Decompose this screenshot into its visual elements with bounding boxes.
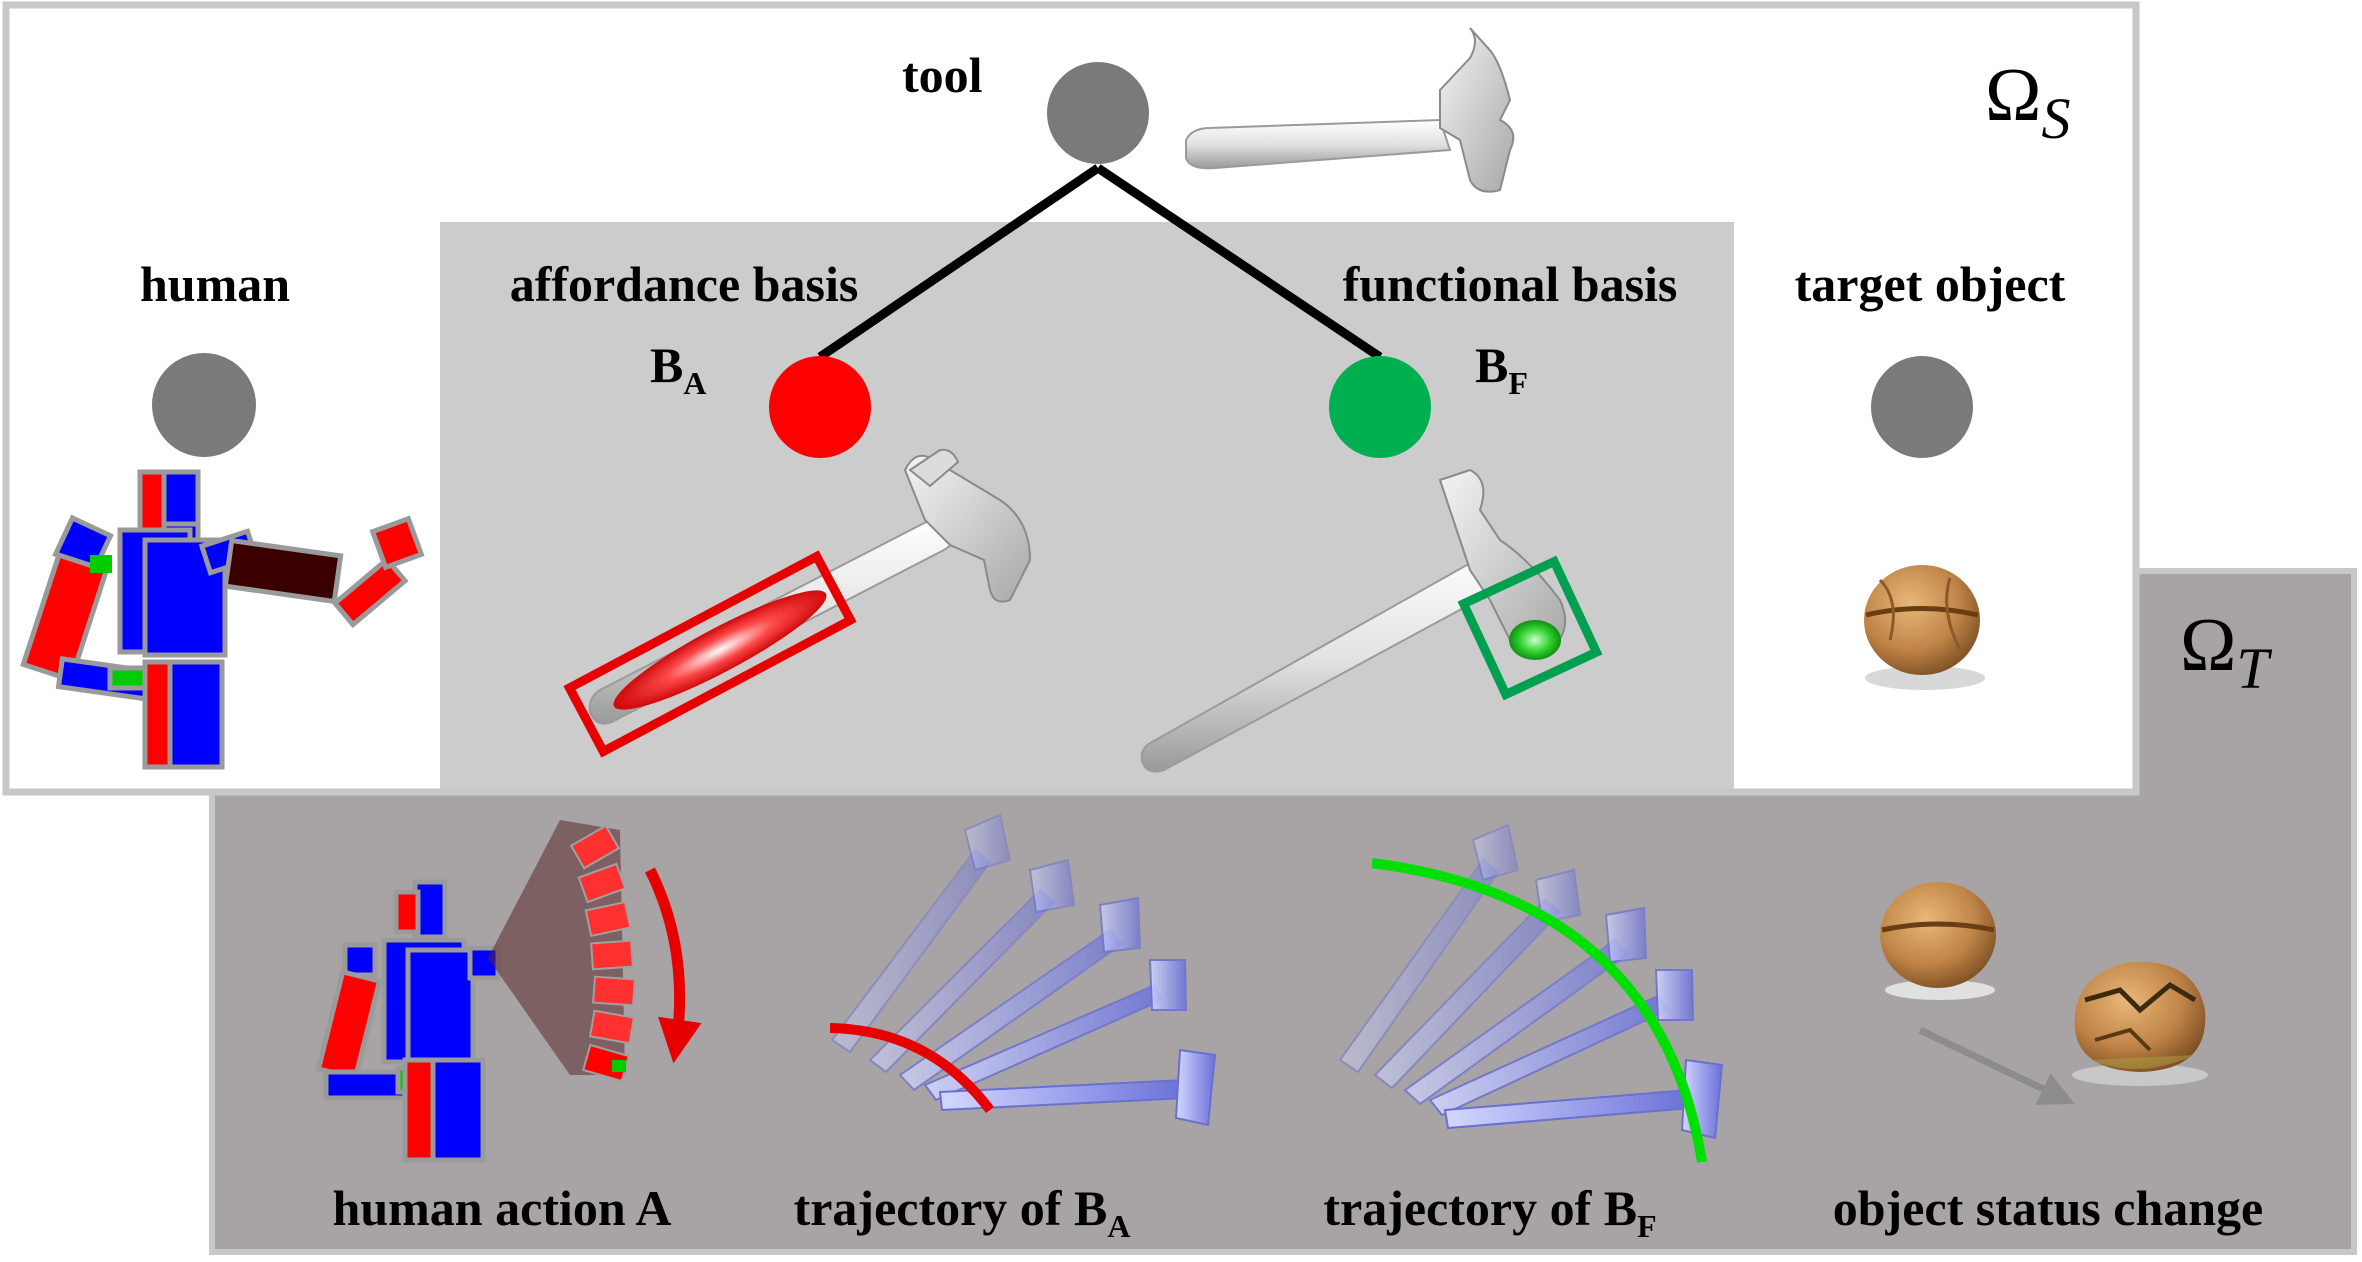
walnut-before <box>1880 882 1996 1000</box>
affordance-node <box>769 356 871 458</box>
walnut-image <box>1864 565 1985 690</box>
caption-human-action: human action A <box>333 1180 672 1236</box>
tool-node <box>1047 62 1149 164</box>
omega-t-label: ΩT <box>2180 603 2272 701</box>
target-object-node <box>1871 356 1973 458</box>
functional-bounding-box <box>1457 555 1603 701</box>
action-direction-arrow <box>645 867 702 1064</box>
affordance-basis-label: affordance basis <box>510 256 859 312</box>
target-object-label: target object <box>1795 256 2066 312</box>
human-node <box>152 353 256 457</box>
functional-basis-label: functional basis <box>1343 256 1678 312</box>
trajectory-a-path <box>829 1023 994 1114</box>
omega-s-label: ΩS <box>1985 53 2070 151</box>
trajectory-f-path <box>1371 858 1707 1163</box>
caption-trajectory-f: trajectory of BF <box>1323 1180 1656 1244</box>
hammer-image-top <box>1185 27 1515 193</box>
caption-object-status-change: object status change <box>1833 1180 2264 1236</box>
edge-tool-affordance <box>817 164 1101 361</box>
trajectory-a-hammers <box>830 813 1217 1127</box>
arm-motion-sweep <box>488 820 636 1083</box>
hammer-image-affordance <box>563 448 1032 758</box>
caption-trajectory-a: trajectory of BA <box>794 1180 1131 1244</box>
walnut-cracked <box>2072 961 2208 1086</box>
human-label: human <box>140 256 290 312</box>
affordance-symbol: BA <box>650 337 706 401</box>
affordance-bounding-box <box>563 550 857 758</box>
human-action-figure <box>315 879 501 1163</box>
hammer-image-functional <box>1140 468 1603 773</box>
human-figure <box>20 469 425 770</box>
tool-tree <box>769 62 1431 458</box>
trajectory-f-hammers <box>1338 823 1724 1140</box>
functional-node <box>1329 356 1431 458</box>
tool-label: tool <box>902 47 983 103</box>
edge-tool-functional <box>1095 164 1383 361</box>
status-change-arrow <box>1918 1026 2075 1105</box>
functional-symbol: BF <box>1475 337 1528 401</box>
